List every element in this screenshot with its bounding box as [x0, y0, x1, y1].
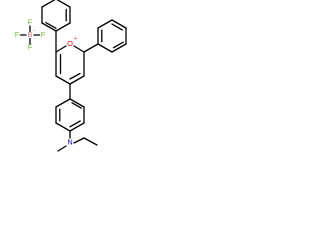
tetrafluoroborate-pyrylium-structure: F F F F B − O + [15, 0, 127, 152]
pyrylium-ring: O + [55, 36, 85, 85]
phenyl-top [41, 0, 71, 53]
oxygen-charge: + [74, 36, 77, 42]
phenyl-top-b6 [41, 22, 57, 32]
phenyl-top-b4 [41, 0, 56, 8]
fluorine-bottom-label: F [28, 42, 33, 51]
aminophenyl-bottom: N [55, 83, 98, 152]
phenyl-top-b1 [55, 22, 71, 32]
aminophenyl-b1-inner [71, 102, 82, 109]
bond-c4-c5-inner [69, 72, 81, 80]
phenyl-right-b4-inner [111, 23, 123, 31]
fluorine-top-label: F [28, 17, 33, 26]
bond-c3-c4 [55, 75, 71, 85]
bond-ring-to-phenyl-right [83, 43, 99, 53]
aminophenyl-b6 [55, 98, 71, 108]
bond-n-ethyl-right-2 [83, 137, 98, 146]
tetrafluoroborate-anion: F F F F B − [15, 17, 46, 51]
nitrogen-label: N [67, 137, 72, 146]
oxygen-label: O [67, 39, 73, 48]
bond-c4-c5 [69, 75, 85, 85]
bond-n-ethyl-right-1 [73, 137, 85, 144]
phenyl-top-b3 [56, 0, 71, 8]
bond-o-c2 [55, 45, 67, 53]
phenyl-right-b5 [97, 19, 113, 29]
phenyl-top-b6-inner [45, 21, 57, 29]
aminophenyl-b4 [55, 122, 71, 132]
aminophenyl-b3 [69, 122, 85, 132]
aminophenyl-b1 [69, 98, 85, 108]
fluorine-right-label: F [41, 30, 46, 39]
fluorine-left-label: F [15, 30, 20, 39]
phenyl-right-b2-inner [112, 41, 124, 49]
phenyl-right-b1 [97, 43, 113, 53]
phenyl-right-b4 [111, 19, 127, 29]
bond-o-c6 [73, 45, 85, 53]
boron-charge: − [33, 28, 36, 34]
structure-canvas: F F F F B − O + [0, 0, 152, 152]
phenyl-right-b2 [111, 43, 127, 53]
phenyl-right [83, 19, 127, 53]
bond-n-ethyl-left-1 [57, 145, 67, 152]
boron-label: B [28, 30, 33, 39]
aminophenyl-b3-inner [69, 120, 81, 128]
